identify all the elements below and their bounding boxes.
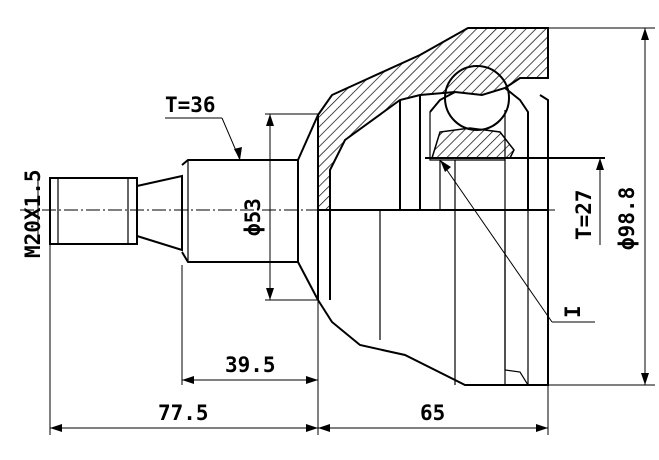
dim-outer-diameter bbox=[548, 27, 655, 386]
label-dim-65: 65 bbox=[420, 401, 445, 425]
housing-outline bbox=[317, 210, 549, 386]
inner-race-hatched bbox=[430, 127, 515, 159]
inner-leader bbox=[439, 159, 595, 323]
label-shaft-diameter: ϕ53 bbox=[241, 198, 265, 236]
inner-teeth-marker bbox=[596, 158, 604, 245]
housing-section-hatched bbox=[317, 27, 549, 211]
label-spline-teeth: T=36 bbox=[165, 93, 216, 117]
spline-leader bbox=[165, 117, 242, 161]
dim-77-5-and-65 bbox=[49, 244, 549, 435]
label-dim-39-5: 39.5 bbox=[225, 353, 276, 377]
label-inner-marker: I bbox=[561, 305, 585, 318]
label-outer-diameter: ϕ98.8 bbox=[615, 187, 639, 250]
label-dim-77-5: 77.5 bbox=[158, 401, 209, 425]
label-thread: M20X1.5 bbox=[21, 169, 45, 258]
label-inner-teeth: T=27 bbox=[572, 189, 596, 240]
inner-race-assembly bbox=[399, 65, 605, 210]
stub-shaft bbox=[49, 114, 319, 301]
dim-shaft-diameter bbox=[265, 113, 318, 301]
dim-39-5 bbox=[181, 265, 319, 385]
